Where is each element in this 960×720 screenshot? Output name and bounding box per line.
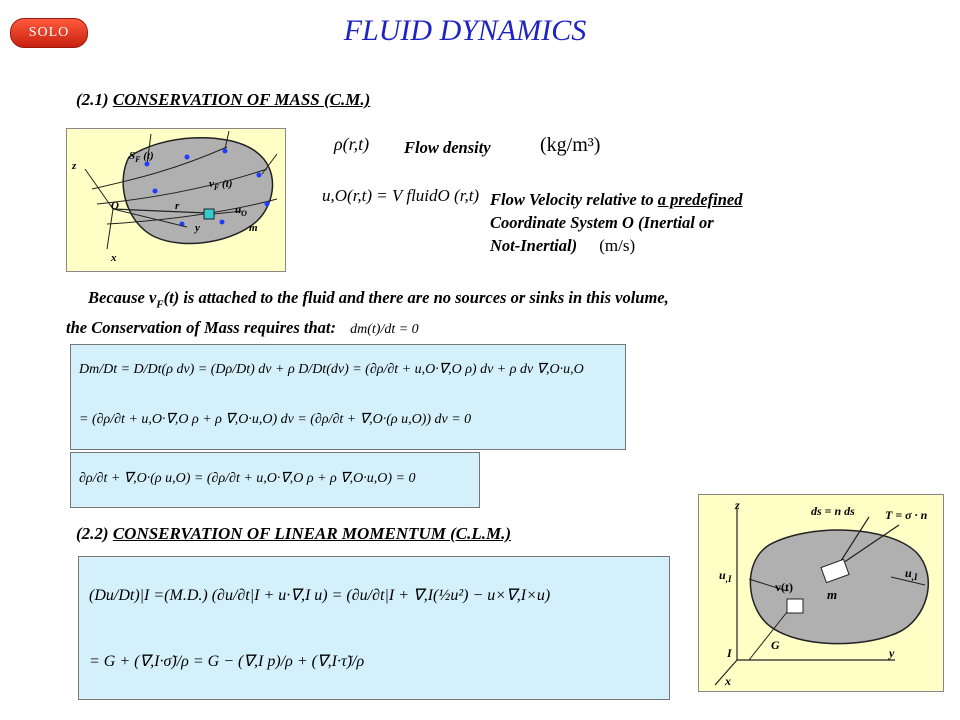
fluid-volume-icon: SF (t) vF (t) z O x y r uO m <box>71 130 278 264</box>
svg-text:z: z <box>71 160 77 172</box>
section-momentum-name: CONSERVATION OF LINEAR MOMENTUM (C.L.M.) <box>112 524 511 543</box>
svg-text:O: O <box>111 200 119 212</box>
svg-text:m: m <box>249 222 258 234</box>
svg-text:v(t): v(t) <box>775 580 793 594</box>
mass-element-cube <box>786 598 804 614</box>
velocity-symbol: u,O(r,t) = V fluidO (r,t) <box>322 186 480 205</box>
coordinate-axes-icon: z ds = n ds T = σ · n u,I u,I v(t) m G I… <box>714 498 930 688</box>
solo-badge: SOLO <box>10 18 88 48</box>
continuity-equation: ∂ρ/∂t + ∇,O·(ρ u,O) = (∂ρ/∂t + u,O·∇,O ρ… <box>79 471 416 486</box>
svg-text:uO: uO <box>235 204 247 218</box>
svg-text:y: y <box>887 646 895 660</box>
momentum-line2: = G + (∇,I·σ̃)/ρ = G − (∇,I p)/ρ + (∇,I·… <box>89 653 365 670</box>
statement-line2: the Conservation of Mass requires that: <box>66 318 336 338</box>
section-mass-prefix: (2.1) <box>76 90 109 109</box>
section-momentum-prefix: (2.2) <box>76 524 109 543</box>
svg-text:r: r <box>175 200 180 212</box>
momentum-equation-box: (Du/Dt)|I =(M.D.) (∂u/∂t|I + u·∇,I u) = … <box>78 556 670 700</box>
continuity-equation-box: ∂ρ/∂t + ∇,O·(ρ u,O) = (∂ρ/∂t + u,O·∇,O ρ… <box>70 452 480 508</box>
section-mass-name: CONSERVATION OF MASS (C.M.) <box>112 90 371 109</box>
svg-text:SF (t): SF (t) <box>129 150 154 164</box>
mass-element-icon <box>203 208 215 220</box>
velocity-line2: Coordinate System O (Inertial or <box>490 213 714 232</box>
mass-derivation-box: Dm/Dt = D/Dt(ρ dv) = (Dρ/Dt) dv + ρ D/Dt… <box>70 344 626 450</box>
statement-line1-sub: F <box>156 298 164 311</box>
fluid-volume-figure: SF (t) vF (t) z O x y r uO m <box>66 128 286 272</box>
conservation-statement: Because vF(t) is attached to the fluid a… <box>66 286 946 341</box>
svg-text:vF (t): vF (t) <box>209 178 232 192</box>
mass-derivation-line2: = (∂ρ/∂t + u,O·∇,O ρ + ρ ∇,O·u,O) dv = (… <box>79 412 472 427</box>
velocity-description: Flow Velocity relative to a predefined C… <box>490 188 743 257</box>
velocity-link: a predefined <box>657 190 743 209</box>
svg-text:x: x <box>110 252 117 264</box>
density-symbol: ρ(r,t) <box>334 134 370 154</box>
svg-text:y: y <box>193 222 200 234</box>
svg-text:ds = n ds: ds = n ds <box>811 504 855 518</box>
dm-dt-equation: dm(t)/dt = 0 <box>350 322 419 338</box>
momentum-line1: (Du/Dt)|I =(M.D.) (∂u/∂t|I + u·∇,I u) = … <box>89 587 551 604</box>
statement-line1-rest: (t) is attached to the fluid and there a… <box>163 288 669 307</box>
density-label: Flow density <box>404 138 491 157</box>
svg-text:x: x <box>724 674 731 688</box>
mass-derivation-line1: Dm/Dt = D/Dt(ρ dv) = (Dρ/Dt) dv + ρ D/Dt… <box>79 362 584 377</box>
section-heading-mass: (2.1) CONSERVATION OF MASS (C.M.) <box>76 90 370 110</box>
svg-text:u,I: u,I <box>905 566 918 582</box>
density-units: (kg/m³) <box>540 134 601 156</box>
momentum-volume-figure: z ds = n ds T = σ · n u,I u,I v(t) m G I… <box>698 494 944 692</box>
section-heading-momentum: (2.2) CONSERVATION OF LINEAR MOMENTUM (C… <box>76 524 511 544</box>
solo-badge-text: SOLO <box>28 25 70 40</box>
svg-text:I: I <box>726 646 733 660</box>
velocity-units: (m/s) <box>599 236 636 255</box>
svg-text:T = σ · n: T = σ · n <box>885 508 928 522</box>
svg-text:u,I: u,I <box>719 568 732 584</box>
svg-text:G: G <box>771 638 780 652</box>
velocity-line1: Flow Velocity relative to <box>490 190 658 209</box>
velocity-line3: Not-Inertial) <box>490 236 578 255</box>
statement-line1: Because v <box>88 288 157 307</box>
svg-text:z: z <box>734 498 740 512</box>
page-title: FLUID DYNAMICS <box>343 14 587 47</box>
svg-text:m: m <box>827 587 837 602</box>
